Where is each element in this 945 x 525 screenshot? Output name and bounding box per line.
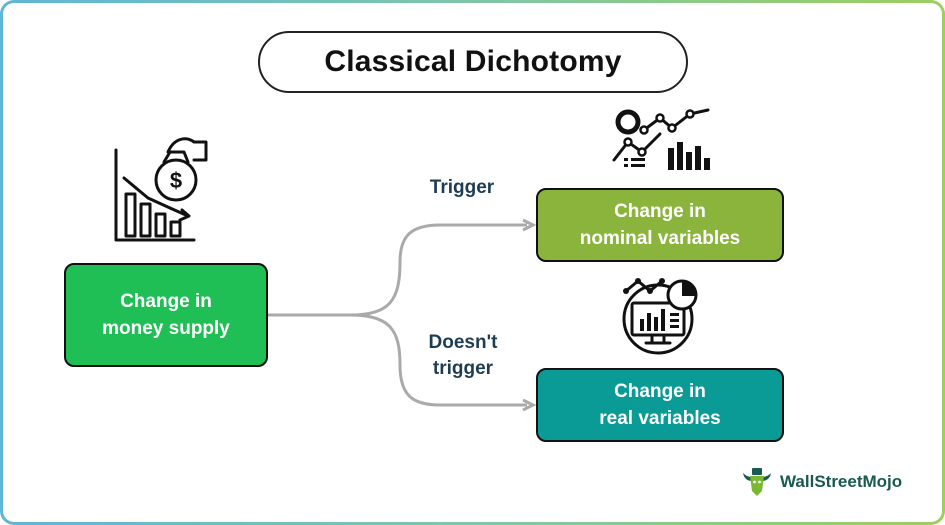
brand-name: WallStreetMojo <box>780 472 903 491</box>
edge-label-doesnt-trigger: Doesn't trigger <box>408 330 518 382</box>
falling-bar-chart-money-bag-icon: $ <box>114 137 208 242</box>
analytics-dashboard-icon <box>612 108 710 170</box>
brand-logo: WallStreetMojo <box>740 465 902 499</box>
connector-doesnt-arrow <box>522 398 537 412</box>
diagram-title: Classical Dichotomy <box>258 31 688 93</box>
node-real-line2: real variables <box>599 408 721 429</box>
node-nominal-variables: Change in nominal variables <box>536 188 784 262</box>
node-nominal-line2: nominal variables <box>579 228 741 249</box>
svg-text:$: $ <box>170 168 182 193</box>
node-nominal-line1: Change in <box>614 201 706 222</box>
edge-label-doesnt-line1: Doesn't <box>428 332 498 353</box>
node-real-line1: Change in <box>614 381 706 402</box>
node-money-supply-line1: Change in <box>120 291 212 312</box>
monitor-chart-icon <box>622 278 698 355</box>
node-real-variables: Change in real variables <box>536 368 784 442</box>
bull-logo-icon <box>743 468 771 496</box>
connector-trigger <box>268 223 527 317</box>
connector-doesnt-trigger <box>349 313 527 407</box>
node-money-supply-line2: money supply <box>102 318 230 339</box>
edge-label-trigger: Trigger <box>429 177 495 198</box>
connector-trigger-arrow <box>522 218 537 232</box>
edge-label-doesnt-line2: trigger <box>432 358 494 379</box>
node-money-supply: Change in money supply <box>64 263 268 367</box>
